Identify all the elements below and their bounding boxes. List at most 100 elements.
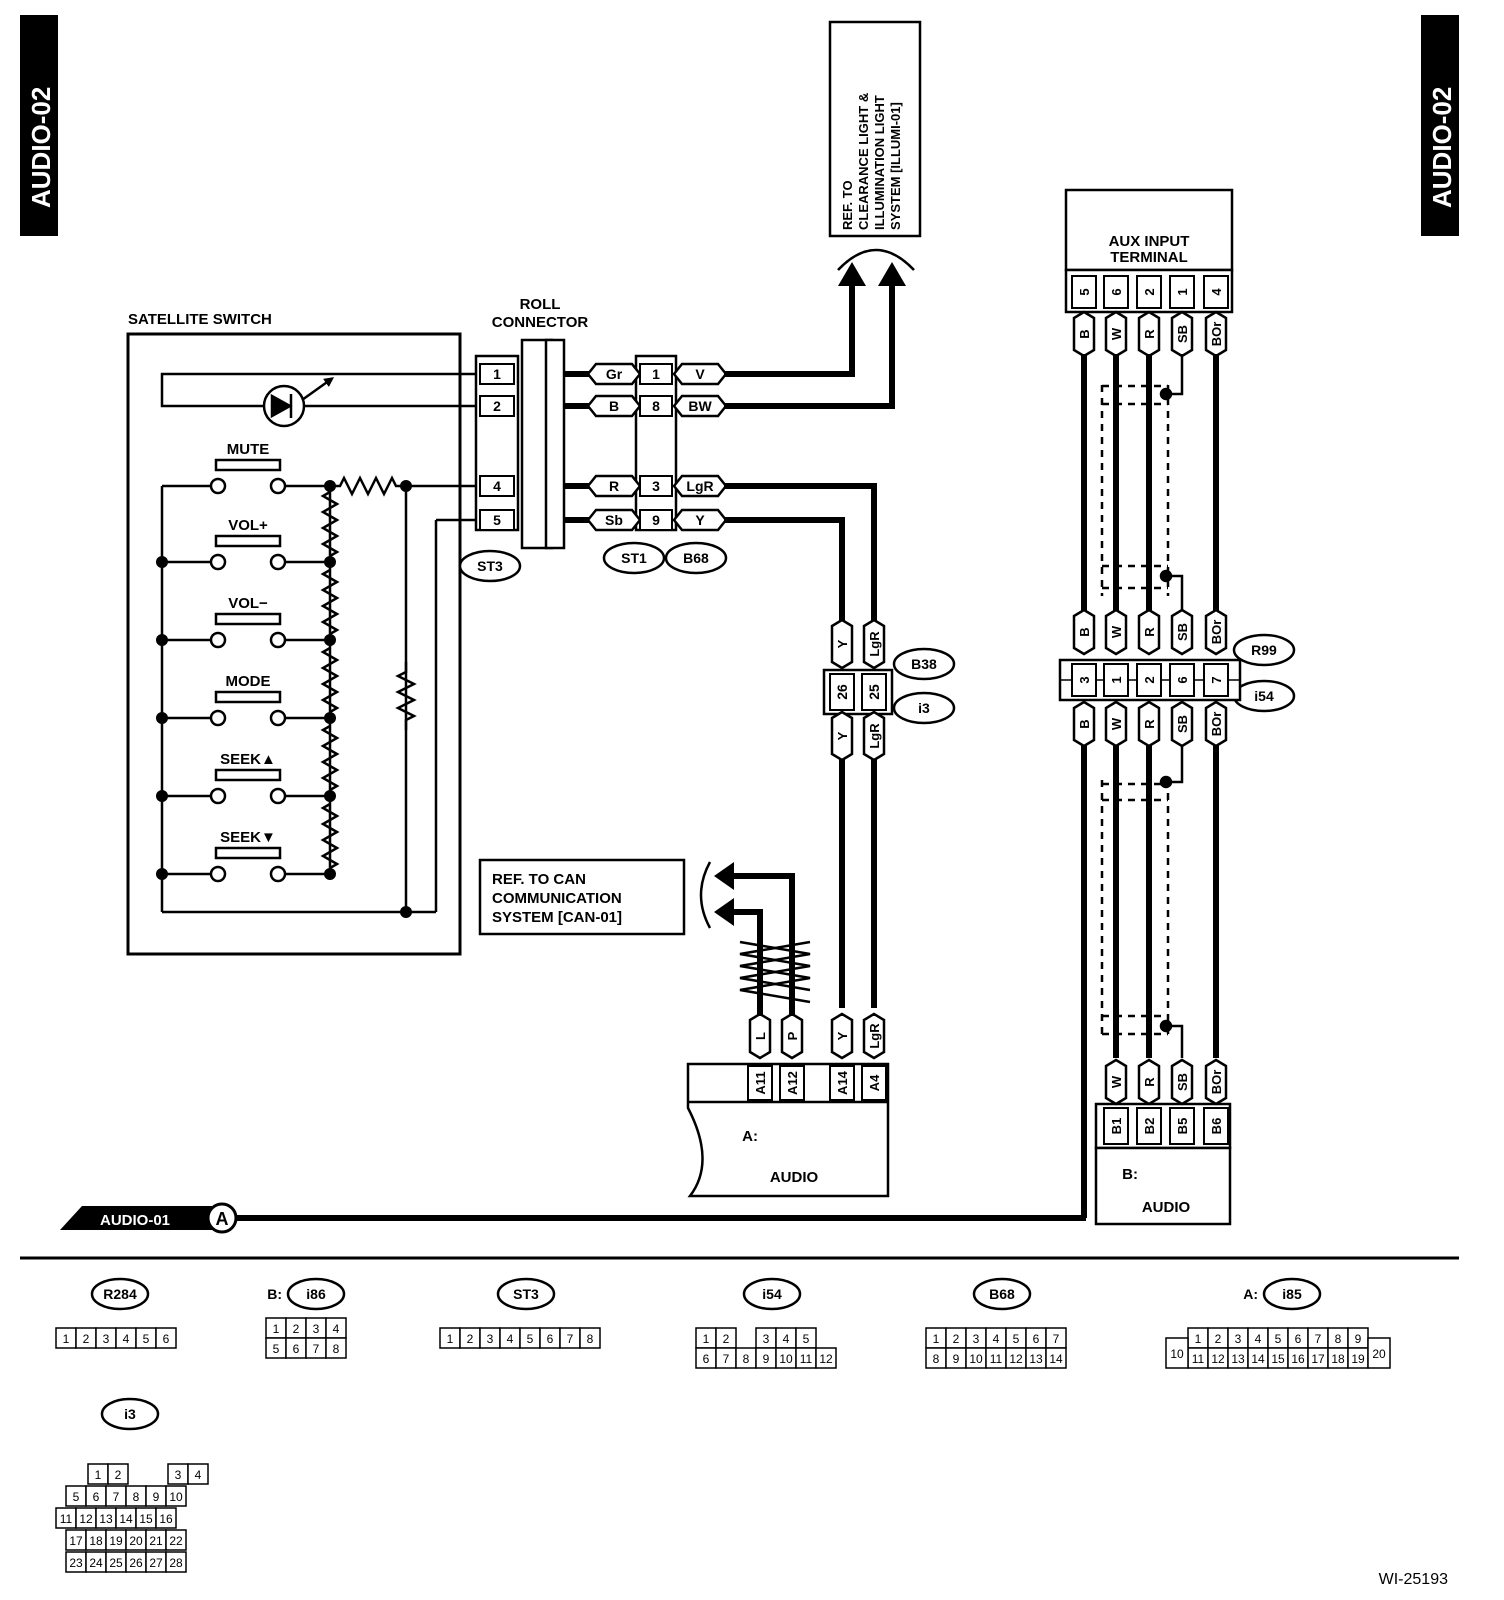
aux-pin-2: 2 bbox=[1142, 288, 1157, 295]
r99-pin-4: 7 bbox=[1209, 676, 1224, 683]
face-r284-cell: 2 bbox=[83, 1332, 90, 1346]
roll-connector-title-2: CONNECTOR bbox=[492, 314, 589, 331]
switch-label-5: SEEK▼ bbox=[220, 829, 276, 846]
face-b68-id-text: B68 bbox=[989, 1286, 1015, 1302]
ref-illumi-line-1: REF. TO bbox=[840, 180, 855, 230]
i3-color-1-text: LgR bbox=[867, 723, 882, 749]
face-b68-cell: 7 bbox=[1053, 1332, 1060, 1346]
r99-color-4-text: BOr bbox=[1209, 620, 1224, 645]
oval-i54: i54 bbox=[1232, 679, 1296, 713]
svg-text:AUDIO-02: AUDIO-02 bbox=[26, 87, 56, 208]
b68-color-2: LgR bbox=[672, 474, 728, 498]
audio-a-color-0: L bbox=[748, 1012, 772, 1060]
st1-color-0: Gr bbox=[586, 362, 642, 386]
audio-b-pin-0: B1 bbox=[1109, 1118, 1124, 1135]
st3-pin-3: 5 bbox=[493, 512, 501, 528]
b68-pin-3: 9 bbox=[652, 512, 660, 528]
face-i3-cell: 16 bbox=[159, 1512, 173, 1526]
audio-01-letter: A bbox=[216, 1209, 229, 1229]
aux-label-1: AUX INPUT bbox=[1109, 233, 1190, 250]
face-r284-cell: 5 bbox=[143, 1332, 150, 1346]
face-i54-cell: 10 bbox=[779, 1352, 793, 1366]
aux-color-3: SB bbox=[1170, 310, 1194, 358]
face-i85-cell: 8 bbox=[1335, 1332, 1342, 1346]
face-st3-cell: 5 bbox=[527, 1332, 534, 1346]
audio-b-prefix: B: bbox=[1122, 1166, 1138, 1183]
aux-pin-1: 6 bbox=[1109, 288, 1124, 295]
face-i85-cell: 6 bbox=[1295, 1332, 1302, 1346]
r99-color-2-text: R bbox=[1142, 627, 1157, 637]
b68-color-2-text: LgR bbox=[686, 478, 713, 494]
face-b68-cell: 10 bbox=[969, 1352, 983, 1366]
oval-i3: i3 bbox=[892, 691, 956, 725]
b68-color-0-text: V bbox=[695, 366, 705, 382]
b68-pin-1: 8 bbox=[652, 398, 660, 414]
aux-color-2: R bbox=[1137, 310, 1161, 358]
r99-color-0: B bbox=[1072, 608, 1096, 656]
st1-color-2-text: R bbox=[609, 478, 619, 494]
face-r284-cell: 3 bbox=[103, 1332, 110, 1346]
face-r284-cell: 6 bbox=[163, 1332, 170, 1346]
face-i3-cell: 2 bbox=[115, 1468, 122, 1482]
face-b68-cell: 11 bbox=[990, 1352, 1003, 1366]
illumi-wires bbox=[724, 286, 895, 409]
i54-color-4: BOr bbox=[1204, 700, 1228, 748]
audio-a-label: AUDIO bbox=[770, 1169, 819, 1186]
r99-color-2: R bbox=[1137, 608, 1161, 656]
face-i3-cell: 27 bbox=[149, 1556, 163, 1570]
switch-ladder bbox=[160, 475, 478, 914]
oval-st1-text: ST1 bbox=[621, 550, 647, 566]
face-r284-id: R284 bbox=[90, 1277, 150, 1311]
face-st3-cell: 3 bbox=[487, 1332, 494, 1346]
face-st3-cell: 2 bbox=[467, 1332, 474, 1346]
face-i3-cell: 12 bbox=[79, 1512, 93, 1526]
face-i85-cell: 17 bbox=[1311, 1352, 1325, 1366]
face-b68-cell: 6 bbox=[1033, 1332, 1040, 1346]
roll-connector-title-1: ROLL bbox=[520, 296, 561, 313]
face-st3-cell: 8 bbox=[587, 1332, 594, 1346]
face-i86-cell: 5 bbox=[273, 1342, 280, 1356]
audio-b-color-3-text: BOr bbox=[1209, 1070, 1224, 1095]
face-i3-cell: 18 bbox=[89, 1534, 103, 1548]
audio-b-label: AUDIO bbox=[1142, 1199, 1191, 1216]
face-i54-cell: 9 bbox=[763, 1352, 770, 1366]
audio-b-color-2-text: SB bbox=[1175, 1073, 1190, 1091]
face-i85-cell: 19 bbox=[1351, 1352, 1365, 1366]
oval-b68-text: B68 bbox=[683, 550, 709, 566]
illumi-arrows bbox=[838, 262, 906, 286]
b68-pin-2: 3 bbox=[652, 478, 660, 494]
twisted-pair bbox=[739, 940, 811, 1004]
i54-color-2-text: R bbox=[1142, 719, 1157, 729]
face-i85-side-right: 20 bbox=[1372, 1347, 1386, 1361]
aux-color-3-text: SB bbox=[1175, 325, 1190, 343]
ref-illumi-box: REF. TO CLEARANCE LIGHT & ILLUMINATION L… bbox=[828, 20, 922, 271]
face-b68-cell: 3 bbox=[973, 1332, 980, 1346]
audio-b-color-1: R bbox=[1137, 1058, 1161, 1106]
aux-harness-wires bbox=[1081, 354, 1219, 1218]
face-i86-cell: 8 bbox=[333, 1342, 340, 1356]
switch-label-1: VOL+ bbox=[228, 517, 268, 534]
aux-label-2: TERMINAL bbox=[1110, 249, 1188, 266]
face-i54-id: i54 bbox=[742, 1277, 802, 1311]
face-i54-cell: 1 bbox=[703, 1332, 710, 1346]
face-st3-id-text: ST3 bbox=[513, 1286, 539, 1302]
b68-color-1-text: BW bbox=[688, 398, 712, 414]
b68-color-3: Y bbox=[672, 508, 728, 532]
audio-b-color-3: BOr bbox=[1204, 1058, 1228, 1106]
audio-01-link: AUDIO-01 A bbox=[60, 1202, 1086, 1234]
face-i3-id-text: i3 bbox=[124, 1406, 136, 1422]
face-i3-cell: 17 bbox=[69, 1534, 83, 1548]
face-i85-cell: 15 bbox=[1271, 1352, 1285, 1366]
face-i3-cell: 13 bbox=[99, 1512, 113, 1526]
ref-can-line-3: SYSTEM [CAN-01] bbox=[492, 909, 622, 926]
oval-st1: ST1 bbox=[602, 541, 666, 575]
aux-color-4: BOr bbox=[1204, 310, 1228, 358]
audio-b-pin-2: B5 bbox=[1175, 1118, 1190, 1135]
